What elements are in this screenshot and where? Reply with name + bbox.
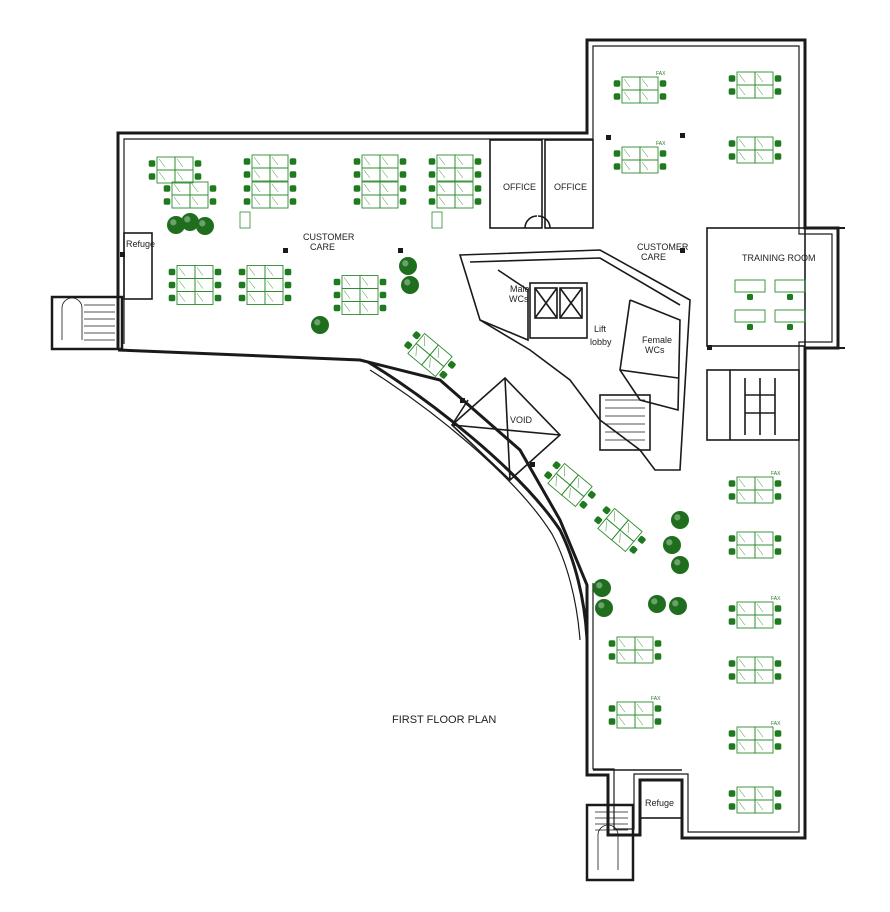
desk-cluster: FAX bbox=[608, 696, 662, 729]
desk-cluster bbox=[148, 156, 202, 184]
refuge-south-label: Refuge bbox=[645, 798, 674, 808]
curved-facade-inner bbox=[369, 369, 581, 641]
plant bbox=[648, 595, 666, 613]
plants bbox=[167, 213, 689, 617]
plant bbox=[401, 276, 419, 294]
desk-cluster bbox=[168, 265, 222, 305]
stair-treads bbox=[61, 297, 645, 870]
desk-cluster: FAX bbox=[613, 71, 667, 104]
columns bbox=[120, 133, 712, 467]
plant bbox=[167, 216, 185, 234]
male-wcs-label-2: WCs bbox=[509, 294, 529, 304]
desk-cluster: FAX bbox=[728, 596, 782, 629]
desk-cluster bbox=[608, 636, 662, 664]
office-1-label: OFFICE bbox=[503, 182, 536, 192]
refuge-south-walls bbox=[639, 779, 683, 819]
desk-cluster bbox=[163, 181, 217, 209]
desk-cluster: FAX bbox=[728, 721, 782, 754]
desk-cluster bbox=[243, 154, 297, 182]
customer-care-east-label-1: CUSTOMER bbox=[637, 242, 689, 252]
fax-label: FAX bbox=[771, 596, 781, 602]
east-wc-walls bbox=[706, 369, 800, 441]
desk-cluster bbox=[353, 154, 407, 182]
desk-cluster: FAX bbox=[728, 471, 782, 504]
desk-cluster bbox=[243, 181, 297, 209]
plant bbox=[181, 213, 199, 231]
desk-cluster bbox=[238, 265, 292, 305]
desk-cluster bbox=[353, 181, 407, 209]
plant bbox=[669, 597, 687, 615]
plant bbox=[196, 217, 214, 235]
plant bbox=[663, 536, 681, 554]
lift-lobby-label-1: Lift bbox=[594, 324, 607, 334]
desk-cluster bbox=[728, 136, 782, 164]
core-stair bbox=[599, 394, 651, 451]
lift-shaft-1 bbox=[534, 287, 558, 319]
curved-facade bbox=[367, 360, 589, 641]
fax-label: FAX bbox=[771, 721, 781, 727]
customer-care-west-label-1: CUSTOMER bbox=[303, 232, 355, 242]
desk-cluster bbox=[728, 786, 782, 814]
office-2-walls bbox=[544, 139, 594, 229]
plant bbox=[593, 579, 611, 597]
workstations: FAX FAX FAX FAX FAX FAX bbox=[148, 71, 806, 814]
refuge-west-walls bbox=[123, 232, 153, 300]
office-2-label: OFFICE bbox=[554, 182, 587, 192]
desk-cluster bbox=[428, 154, 482, 182]
void-label: VOID bbox=[510, 415, 533, 425]
outer-walls bbox=[50, 38, 845, 882]
female-wcs-label-1: Female bbox=[642, 335, 672, 345]
fax-label: FAX bbox=[656, 71, 666, 77]
desk-cluster bbox=[404, 331, 456, 379]
desk-cluster bbox=[728, 71, 782, 99]
fax-label: FAX bbox=[771, 471, 781, 477]
west-stair-box bbox=[50, 295, 124, 351]
plant bbox=[671, 556, 689, 574]
refuge-west-label: Refuge bbox=[126, 239, 155, 249]
plant bbox=[311, 316, 329, 334]
plant bbox=[399, 257, 417, 275]
lift-lobby-label-2: lobby bbox=[590, 337, 612, 347]
desk-cluster: FAX bbox=[613, 141, 667, 174]
plant bbox=[671, 511, 689, 529]
customer-care-east-label-2: CARE bbox=[641, 252, 666, 262]
customer-care-west-label-2: CARE bbox=[310, 242, 335, 252]
page-title: FIRST FLOOR PLAN bbox=[392, 714, 496, 726]
desk-cluster bbox=[544, 461, 596, 509]
training-room-label: TRAINING ROOM bbox=[742, 253, 816, 263]
south-stair-box bbox=[585, 803, 635, 882]
office-1-walls bbox=[489, 139, 543, 229]
male-wcs-label-1: Male bbox=[510, 284, 530, 294]
outer-wall-inner bbox=[123, 45, 833, 833]
desk-cluster bbox=[728, 656, 782, 684]
fax-label: FAX bbox=[651, 696, 661, 702]
lift-shaft-2 bbox=[559, 287, 583, 319]
interior-walls bbox=[123, 139, 806, 819]
desk-cluster bbox=[594, 506, 646, 554]
desk-cluster bbox=[333, 275, 387, 315]
desk-cluster bbox=[428, 181, 482, 209]
desk-cluster bbox=[728, 531, 782, 559]
fax-label: FAX bbox=[656, 141, 666, 147]
labels: OFFICE OFFICE CUSTOMER CARE CUSTOMER CAR… bbox=[126, 182, 816, 808]
plant bbox=[595, 599, 613, 617]
female-wcs-label-2: WCs bbox=[645, 345, 665, 355]
